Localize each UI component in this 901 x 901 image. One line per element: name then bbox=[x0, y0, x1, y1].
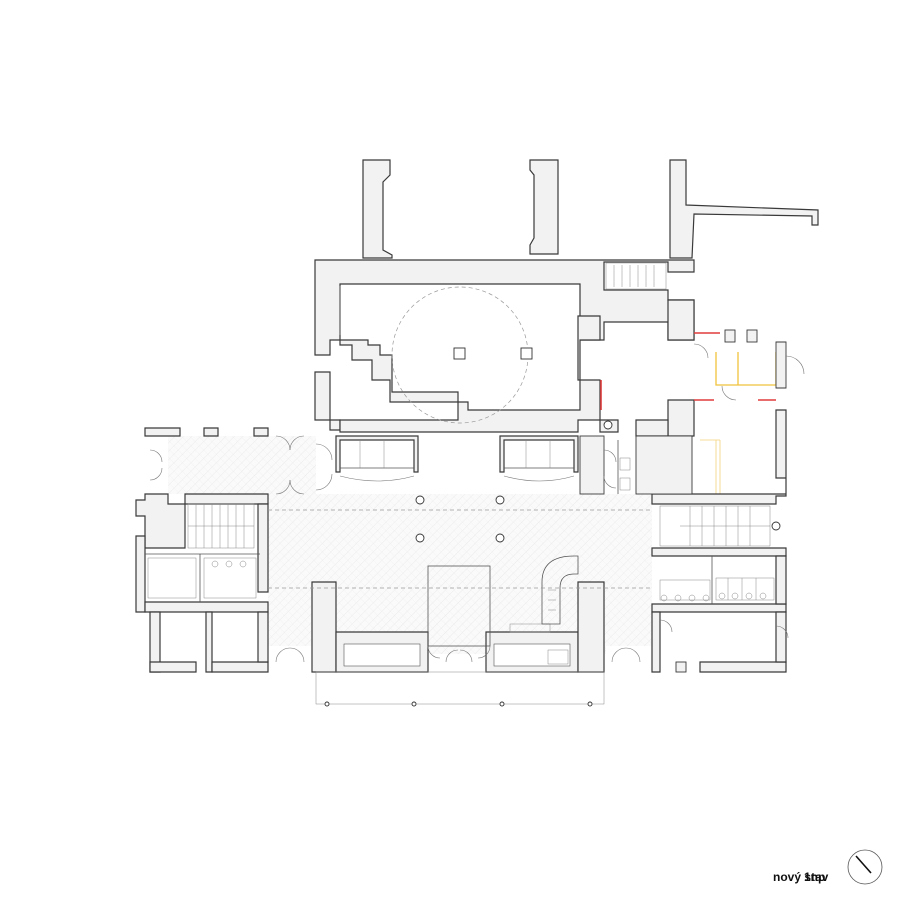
drawing-label-primary: nový stav bbox=[773, 870, 829, 884]
north-arrow-icon bbox=[847, 849, 883, 885]
south-rooms bbox=[311, 565, 605, 673]
hall-columns bbox=[268, 495, 652, 589]
east-wing bbox=[651, 547, 787, 673]
rotunda bbox=[339, 286, 533, 424]
existing-neighbour-walls bbox=[362, 159, 819, 259]
door-swings bbox=[149, 435, 789, 663]
drawing-label-overlay: 1np bbox=[804, 870, 826, 884]
drawing-title: nový stav 1np bbox=[773, 870, 828, 884]
east-annex bbox=[600, 329, 805, 505]
stair-west bbox=[187, 503, 255, 549]
stair-east bbox=[659, 505, 781, 547]
reception-counter bbox=[541, 555, 579, 625]
service-rooms-east bbox=[579, 420, 693, 495]
stair-north bbox=[605, 262, 667, 290]
entrance-canopy bbox=[315, 671, 605, 707]
north-alcoves bbox=[335, 435, 579, 482]
circulation-areas bbox=[168, 436, 652, 654]
west-wing bbox=[135, 427, 269, 673]
central-block-walls bbox=[314, 259, 695, 437]
